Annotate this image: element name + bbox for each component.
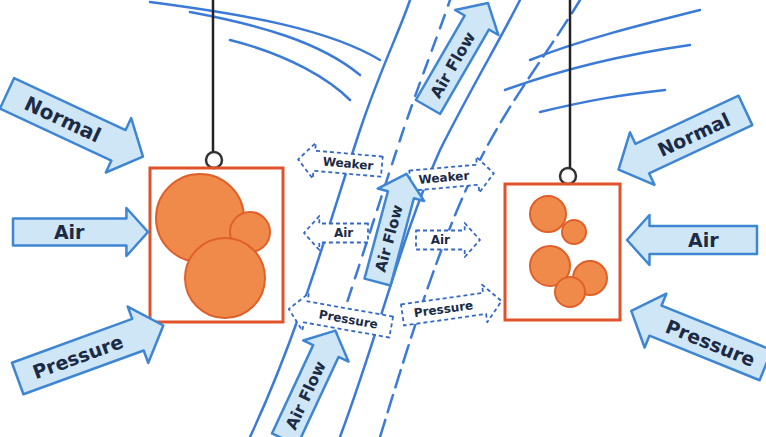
arrow-label: Pressure	[400, 285, 487, 334]
arrow-shape	[0, 66, 156, 184]
arrow-shape	[409, 155, 496, 198]
flow-line	[540, 90, 665, 112]
flow-line	[505, 45, 690, 90]
arrow-shape	[285, 290, 394, 345]
orange-blob	[555, 277, 585, 307]
arrow-shape	[606, 84, 757, 196]
arrow-shape	[262, 320, 358, 437]
flow-line	[340, 0, 520, 437]
flow-line	[380, 0, 580, 437]
hanging-ring	[560, 168, 576, 184]
weak-pressure-arrow: Weaker	[297, 141, 384, 184]
hanging-string	[569, 0, 572, 168]
arrow-label: Pressure	[644, 294, 766, 392]
air-flow-lines	[150, 0, 700, 437]
arrow-shape	[7, 297, 173, 406]
flow-line	[530, 10, 700, 60]
arrow-label: Air	[416, 223, 465, 257]
arrow-label: Weaker	[313, 143, 384, 185]
arrow-label: Air	[13, 208, 126, 256]
right-can	[505, 0, 620, 320]
pressure-arrow: Normal	[606, 84, 757, 196]
pressure-arrow: Pressure	[620, 284, 766, 392]
arrow-label: Normal	[0, 66, 131, 172]
weak-pressure-arrow: Pressure	[400, 282, 504, 334]
arrow-shape	[297, 141, 384, 184]
can-body	[150, 168, 283, 322]
left-can	[150, 0, 283, 322]
arrow-shape	[304, 216, 368, 250]
pressure-arrow: Air Flow	[406, 0, 509, 119]
weak-pressure-arrow: Pressure	[285, 290, 394, 345]
arrow-label: Normal	[630, 84, 758, 185]
arrow-shape	[620, 284, 766, 392]
arrow-shape	[13, 208, 148, 256]
arrow-label: Air	[319, 216, 368, 250]
pressure-arrow: Pressure	[7, 297, 173, 406]
arrow-shape	[416, 223, 480, 257]
hanging-string	[212, 0, 215, 152]
arrow-label: Air Flow	[262, 340, 349, 437]
can-contents	[156, 174, 270, 318]
can-contents	[530, 196, 607, 307]
arrow-shape	[627, 215, 757, 265]
weak-pressure-arrow: Air	[304, 216, 368, 250]
arrow-label: Air	[650, 215, 758, 265]
weak-pressure-arrow: Air	[416, 223, 480, 257]
pressure-arrow: Air	[13, 208, 148, 256]
flow-line	[230, 40, 350, 100]
weak-pressure-arrow: Weaker	[409, 155, 496, 198]
flow-line	[190, 12, 360, 75]
arrow-label: Pressure	[7, 307, 148, 407]
orange-blob	[185, 238, 265, 318]
hanging-ring	[206, 152, 222, 168]
can-body	[505, 184, 620, 320]
orange-blob	[530, 196, 566, 232]
pressure-arrow: Air	[627, 215, 757, 265]
orange-blob	[562, 220, 586, 244]
pressure-arrow: Normal	[0, 66, 156, 184]
arrow-shape	[406, 0, 509, 119]
arrow-shape	[400, 282, 504, 334]
